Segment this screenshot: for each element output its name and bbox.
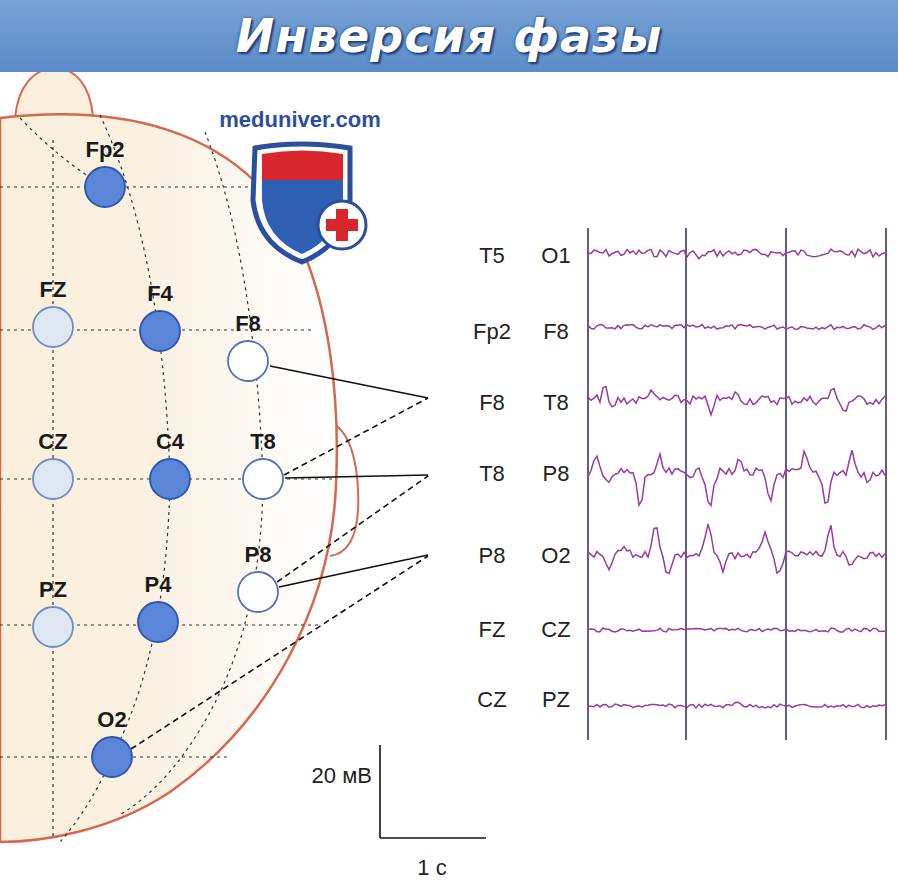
electrode-circle (136, 600, 180, 644)
electrode-label: PZ (39, 577, 67, 603)
channel-label: O2 (541, 543, 570, 569)
electrode-label: O2 (97, 707, 126, 733)
electrode-label: Fp2 (85, 137, 124, 163)
channel-label: T5 (479, 243, 505, 269)
title-banner: Инверсия фазы (0, 0, 898, 72)
channel-label: CZ (477, 687, 506, 713)
eeg-trace (588, 702, 885, 708)
electrode: P8 (236, 542, 280, 614)
electrode: O2 (90, 707, 134, 779)
electrode: F8 (226, 311, 270, 383)
title: Инверсия фазы (236, 9, 663, 63)
electrode-label: P4 (145, 572, 172, 598)
channel-label: T8 (543, 390, 569, 416)
electrode-label: C4 (156, 429, 184, 455)
channel-label: P8 (479, 543, 506, 569)
electrode-circle (148, 457, 192, 501)
channel-label: F8 (479, 390, 505, 416)
channel-label: CZ (541, 617, 570, 643)
time-gridlines (588, 228, 886, 740)
electrode: C4 (148, 429, 192, 501)
scale-bar (380, 745, 486, 838)
electrode: P4 (136, 572, 180, 644)
scale-label: 20 мВ (312, 763, 372, 789)
electrode-circle (83, 165, 127, 209)
channel-label: F8 (543, 319, 569, 345)
electrode-label: T8 (250, 429, 276, 455)
channel-label: P8 (543, 461, 570, 487)
electrode-circle (31, 457, 75, 501)
electrode-label: F8 (235, 311, 261, 337)
eeg-trace (588, 628, 885, 632)
channel-label: FZ (479, 617, 506, 643)
electrode-circle (241, 457, 285, 501)
electrode-circle (90, 735, 134, 779)
electrode-label: CZ (38, 429, 67, 455)
nose (15, 68, 93, 118)
eeg-trace (588, 524, 885, 573)
scale-label: 1 с (417, 855, 446, 881)
electrode-label: F4 (147, 281, 173, 307)
channel-label: PZ (542, 687, 570, 713)
eeg-trace (588, 387, 885, 415)
electrode-circle (31, 605, 75, 649)
electrode: F4 (138, 281, 182, 353)
channel-label: O1 (541, 243, 570, 269)
electrode: PZ (31, 577, 75, 649)
electrode-circle (138, 309, 182, 353)
electrode-label: FZ (40, 277, 67, 303)
electrode-label: P8 (245, 542, 272, 568)
eeg-trace (588, 249, 885, 259)
leader-lines (131, 366, 428, 749)
shield-logo (253, 144, 366, 262)
electrode: T8 (241, 429, 285, 501)
electrode-circle (31, 305, 75, 349)
channel-label: Fp2 (473, 319, 511, 345)
watermark: meduniver.com (219, 107, 380, 133)
electrode-circle (226, 339, 270, 383)
eeg-trace (588, 450, 885, 505)
electrode: FZ (31, 277, 75, 349)
channel-label: T8 (479, 461, 505, 487)
eeg-traces (588, 249, 885, 708)
electrode-circle (236, 570, 280, 614)
electrode: CZ (31, 429, 75, 501)
eeg-trace (588, 325, 885, 330)
electrode: Fp2 (83, 137, 127, 209)
